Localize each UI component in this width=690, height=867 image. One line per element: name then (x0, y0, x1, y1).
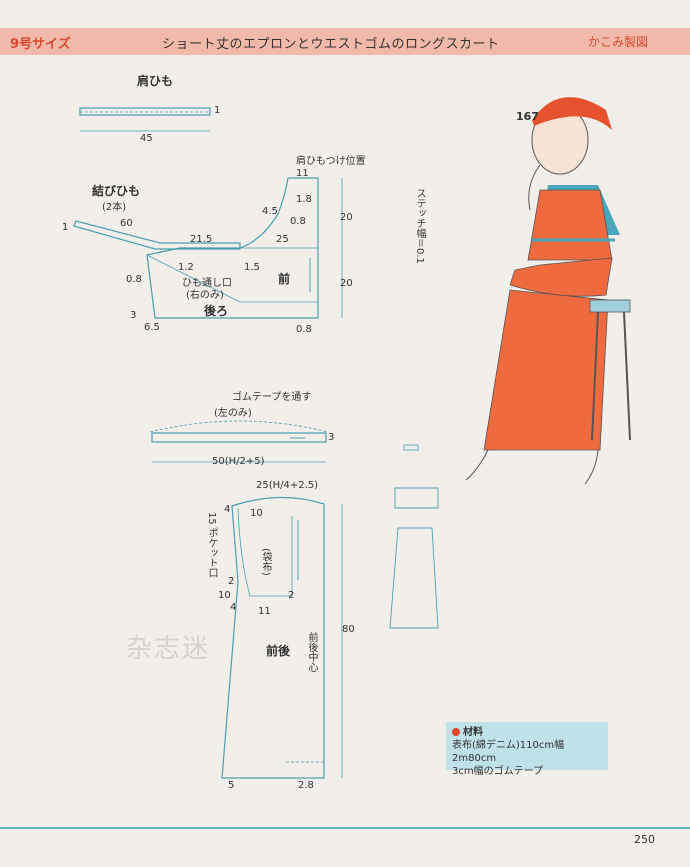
dim-4b: 4 (230, 602, 237, 613)
dim-25: 25 (276, 234, 289, 245)
credit-label: かこみ製図 (588, 35, 649, 49)
model-illustration (465, 97, 631, 485)
page-header: 9号サイズ ショート丈のエプロンとウエストゴムのロングスカート かこみ製図 (0, 28, 690, 55)
dim-10a: 10 (250, 508, 263, 519)
tie-strap-length: 60 (120, 218, 133, 229)
dim-1-5: 1.5 (244, 262, 260, 273)
dim-1-8: 1.8 (296, 194, 312, 205)
materials-box: 材料 表布(綿デニム)110cm幅2m80cm 3cm幅のゴムテープ (446, 722, 608, 777)
skirt-length: 80 (342, 624, 355, 635)
dim-6-5: 6.5 (144, 322, 160, 333)
tie-strap-title: 結びひも (92, 184, 141, 198)
dim-21-5: 21.5 (190, 234, 213, 245)
pouch-label: (袋布) (260, 548, 271, 576)
figure-number: 167 (516, 110, 539, 123)
dim-2b: 2 (288, 590, 295, 601)
dim-4-5: 4.5 (262, 206, 278, 217)
loop-note: (右のみ) (186, 290, 224, 301)
waistband-height: 3 (328, 432, 335, 443)
hem-2-8: 2.8 (298, 780, 314, 791)
materials-line2: 3cm幅のゴムテープ (452, 766, 544, 777)
bullet-icon (452, 728, 460, 736)
shoulder-strap-width: 1 (214, 105, 221, 116)
hem-5: 5 (228, 780, 235, 791)
elastic-label: ゴムテープを通す (232, 392, 312, 403)
left-only-label: (左のみ) (214, 408, 252, 419)
stitch-label: ステッチ幅＝0.1 (414, 188, 425, 264)
watermark: 杂志迷 (126, 634, 211, 664)
waistband-shape (151, 432, 327, 443)
front-back-label: 前後 (266, 644, 291, 658)
dim-20a: 20 (340, 212, 353, 223)
tie-strap-shape (73, 220, 241, 250)
tie-strap-width: 0.8 (126, 274, 142, 285)
shoulder-strap-shape (79, 107, 211, 116)
shoulder-strap-title: 肩ひも (137, 74, 174, 88)
dim-4-top: 4 (224, 504, 231, 515)
materials-line1: 表布(綿デニム)110cm幅2m80cm (452, 740, 565, 764)
footer-rule (0, 827, 690, 829)
materials-heading: 材料 (452, 726, 602, 739)
dim-3: 3 (130, 310, 137, 321)
dim-20b: 20 (340, 278, 353, 289)
loop-label: ひも通し口 (182, 278, 232, 289)
dim-1-2: 1.2 (178, 262, 194, 273)
page-number: 250 (634, 833, 655, 846)
skirt-top-dim: 25(H/4+2.5) (256, 480, 319, 491)
back-label: 後ろ (204, 304, 229, 318)
dim-11-skirt: 11 (258, 606, 271, 617)
pocket-label: 15 ポケット口 (206, 512, 217, 578)
skirt-panel-shape (221, 496, 325, 779)
center-label: 前後中心 (306, 632, 317, 672)
dim-0-8a: 0.8 (290, 216, 306, 227)
strap-attach-label: 肩ひもつけ位置 (296, 156, 366, 167)
size-label: 9号サイズ (10, 37, 71, 52)
waistband-length: 50(H/2+5) (212, 456, 265, 467)
tie-strap-end: 1 (62, 222, 69, 233)
page-title: ショート丈のエプロンとウエストゴムのロングスカート (162, 37, 500, 52)
dim-10b: 10 (218, 590, 231, 601)
shoulder-strap-length: 45 (140, 133, 153, 144)
dim-11: 11 (296, 168, 309, 179)
apron-front-shape (146, 177, 319, 319)
dim-2a: 2 (228, 576, 235, 587)
front-label: 前 (278, 272, 291, 286)
tie-strap-count: (2本) (102, 202, 127, 213)
dim-0-8b: 0.8 (296, 324, 312, 335)
